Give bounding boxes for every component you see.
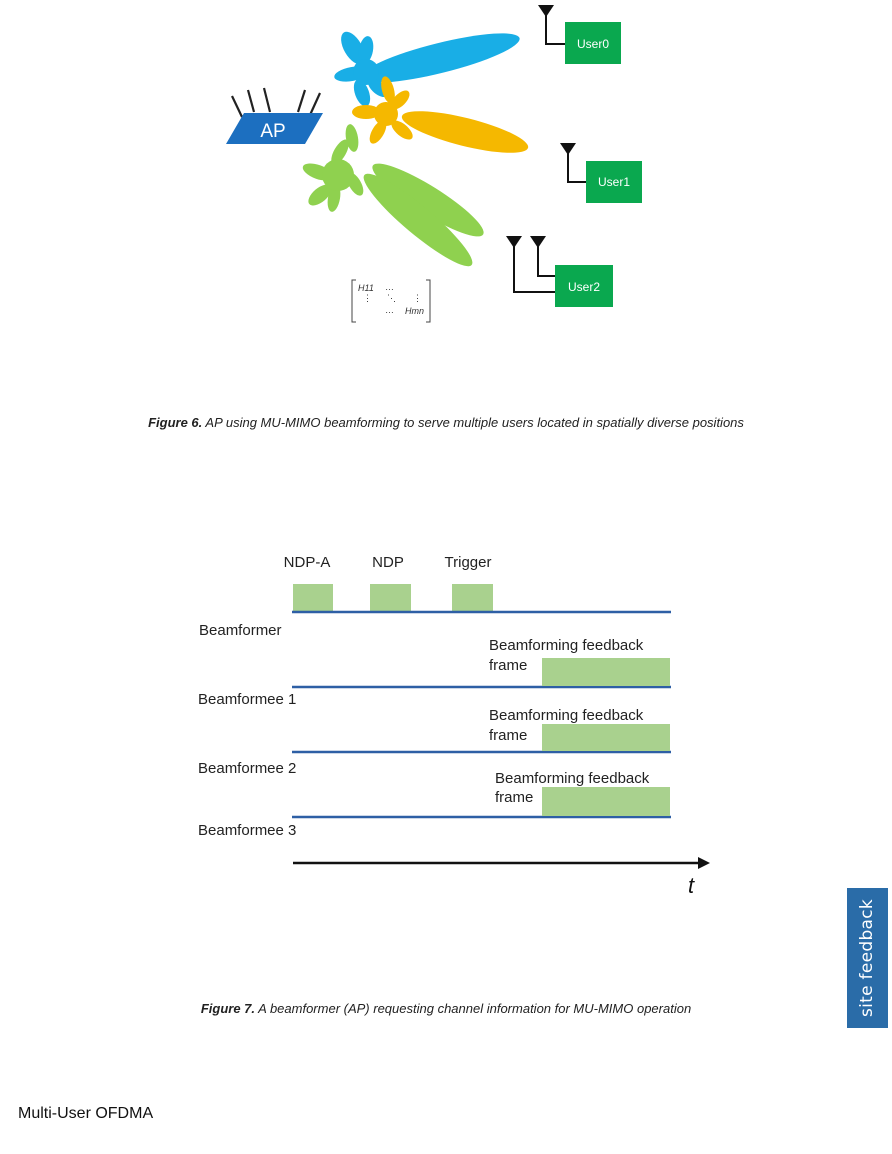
user0-label: User0 (577, 37, 609, 51)
section-heading: Multi-User OFDMA (18, 1105, 154, 1122)
caption-label: Figure 6. (148, 415, 203, 430)
frame-label-ndp: NDP (372, 554, 404, 571)
beam-pattern-blue (334, 31, 520, 107)
ap-body (226, 113, 323, 144)
beam-pattern-green (302, 124, 484, 267)
site-feedback-button[interactable]: site feedback (847, 888, 888, 1028)
user1-label: User1 (598, 175, 630, 189)
figure-6-diagram: AP User0 (226, 5, 642, 323)
caption-label: Figure 7. (200, 1001, 256, 1016)
arrow-right-icon (698, 857, 710, 869)
feedback-frame-3 (542, 787, 670, 816)
row-label-beamformee-1: Beamformee 1 (198, 691, 296, 708)
caption-text: AP using MU-MIMO beamforming to serve mu… (202, 415, 744, 430)
feedback-frame-1 (542, 658, 670, 686)
ndp-a-frame (293, 584, 333, 611)
frame-label-ndp-a: NDP-A (284, 554, 331, 571)
site-feedback-label: site feedback (857, 898, 878, 1018)
time-label: t (688, 873, 695, 898)
svg-text:…: … (385, 282, 394, 292)
user2-label: User2 (568, 280, 600, 294)
row-label-beamformee-2: Beamformee 2 (198, 760, 296, 777)
svg-text:…: … (385, 305, 394, 315)
beam-pattern-orange (352, 76, 529, 153)
user0-station: User0 (538, 5, 621, 64)
user2-station: User2 (506, 236, 613, 307)
feedback-label-1: Beamforming feedback (489, 637, 644, 654)
ndp-frame (370, 584, 411, 611)
caption-text: A beamformer (AP) requesting channel inf… (255, 1001, 692, 1016)
frame-label-trigger: Trigger (445, 554, 492, 571)
figure-7-caption: Figure 7. A beamformer (AP) requesting c… (0, 1001, 892, 1016)
feedback-label-2: Beamforming feedback (489, 707, 644, 724)
figure-7-diagram: NDP-A NDP Trigger Beamformer Beamformee … (198, 554, 710, 898)
feedback-label-3: Beamforming feedback (495, 770, 650, 787)
svg-text:⋮: ⋮ (363, 293, 372, 303)
channel-matrix: H11 … ⋮ ⋱ ⋮ … Hmn (351, 279, 431, 323)
feedback-label-1-frame: frame (489, 657, 527, 674)
trigger-frame (452, 584, 493, 611)
figure-6-caption: Figure 6. AP using MU-MIMO beamforming t… (0, 415, 892, 430)
matrix-hmn: Hmn (405, 306, 424, 316)
feedback-label-3-frame: frame (495, 789, 533, 806)
row-label-beamformer: Beamformer (199, 622, 282, 639)
ap-label: AP (260, 121, 285, 142)
feedback-label-2-frame: frame (489, 727, 527, 744)
ap-antennas-icon (231, 87, 322, 118)
svg-text:⋱: ⋱ (387, 293, 396, 303)
matrix-h11: H11 (358, 283, 374, 293)
feedback-frame-2 (542, 724, 670, 751)
row-label-beamformee-3: Beamformee 3 (198, 822, 296, 839)
user1-station: User1 (560, 143, 642, 203)
svg-text:⋮: ⋮ (413, 293, 422, 303)
